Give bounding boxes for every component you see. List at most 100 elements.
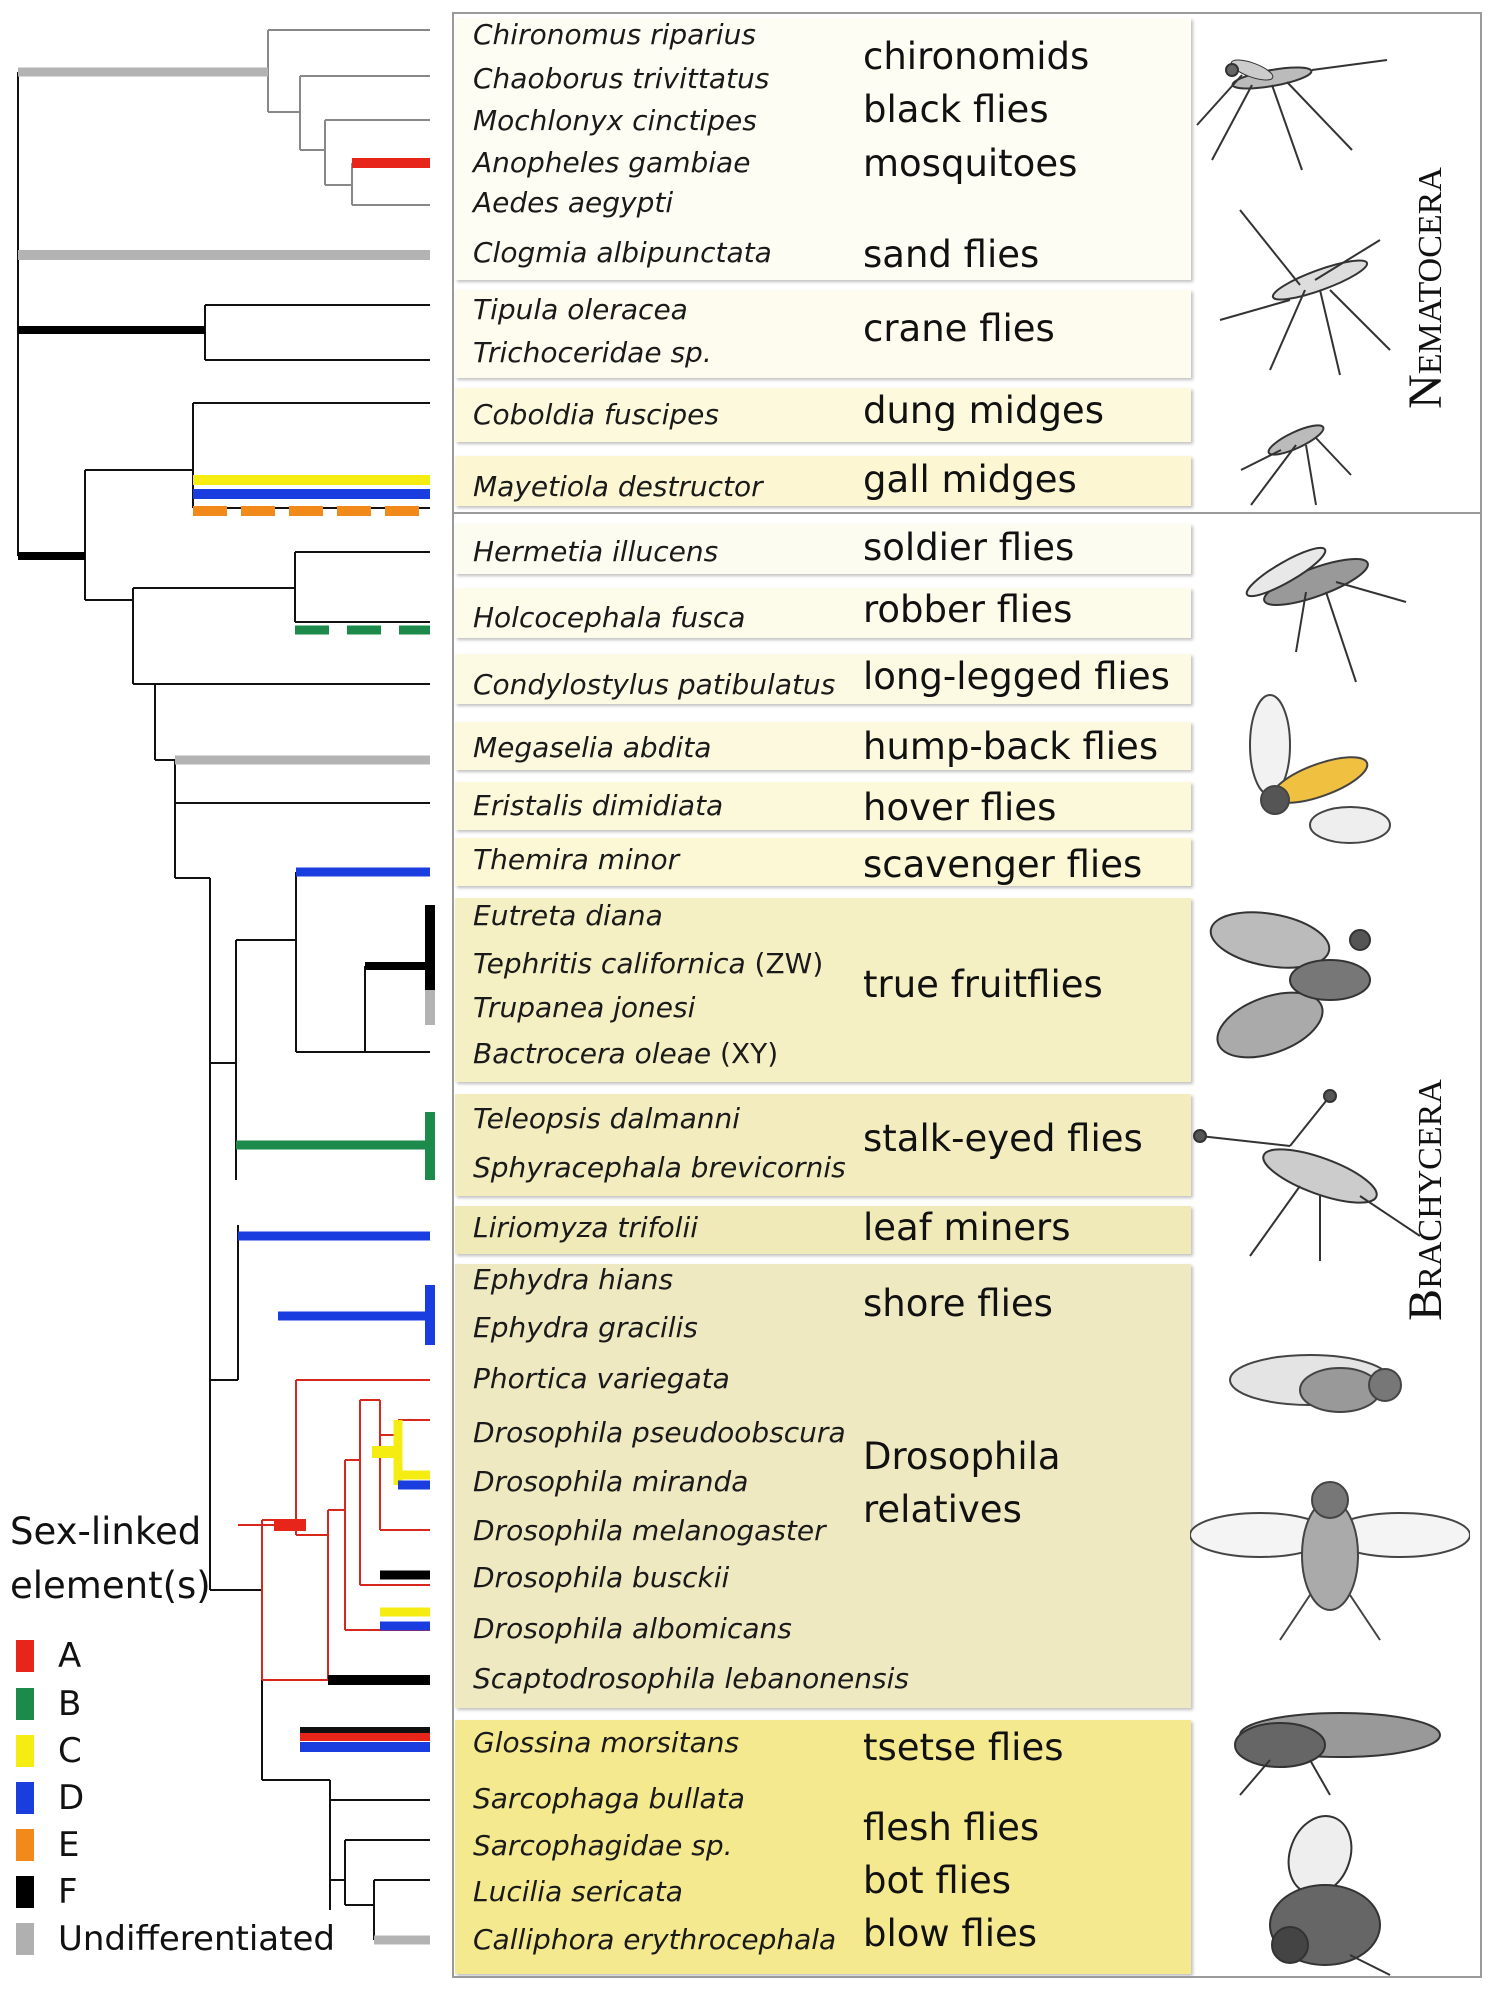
- legend-label-c: C: [58, 1731, 82, 1771]
- blow-fly-illustration: [1269, 1815, 1391, 1976]
- species-sarcophaga: Sarcophaga bullata: [473, 1782, 745, 1815]
- legend-title-line1: Sex-linked: [10, 1510, 202, 1553]
- common-stalk-eyed-flies: stalk-eyed flies: [863, 1117, 1143, 1160]
- species-condylostylus: Condylostylus patibulatus: [473, 668, 836, 701]
- legend-title-line2: element(s): [10, 1564, 211, 1607]
- common-mosquitoes: mosquitoes: [863, 142, 1078, 185]
- stalk-eyed-fly-illustration: [1193, 1089, 1421, 1261]
- panel-stalk-eyed: [455, 1094, 1191, 1196]
- legend-swatch-a: [16, 1640, 34, 1672]
- species-scaptodrosophila: Scaptodrosophila lebanonensis: [473, 1662, 909, 1695]
- panel-nematocera-2: [455, 290, 1191, 378]
- species-teleopsis: Teleopsis dalmanni: [473, 1102, 741, 1135]
- species-coboldia: Coboldia fuscipes: [473, 398, 719, 431]
- shore-fly-illustration: [1229, 1354, 1402, 1413]
- fruitfly-illustration: [1209, 911, 1371, 1059]
- robber-fly-illustration: [1245, 546, 1407, 683]
- common-soldier-flies: soldier flies: [863, 526, 1075, 569]
- common-chironomids: chironomids: [863, 35, 1090, 78]
- species-clogmia: Clogmia albipunctata: [473, 236, 772, 269]
- panel-robber-flies: [455, 588, 1191, 638]
- species-phortica: Phortica variegata: [473, 1362, 730, 1395]
- legend-label-d: D: [58, 1778, 85, 1818]
- species-bactrocera-tag: (XY): [720, 1037, 779, 1070]
- common-drosophila: Drosophila: [863, 1435, 1061, 1478]
- panel-hover: [455, 782, 1191, 830]
- species-themira: Themira minor: [473, 843, 680, 876]
- species-eristalis: Eristalis dimidiata: [473, 789, 724, 822]
- panel-dung-midges: [455, 388, 1191, 442]
- species-lucilia: Lucilia sericata: [473, 1875, 683, 1908]
- hover-fly-illustration: [1249, 694, 1391, 844]
- panel-true-fruitflies: [455, 898, 1191, 1082]
- drosophila-illustration: [1190, 1481, 1470, 1641]
- legend-swatch-f: [16, 1876, 34, 1908]
- common-shore-flies: shore flies: [863, 1282, 1053, 1325]
- common-tsetse-flies: tsetse flies: [863, 1726, 1064, 1769]
- common-relatives: relatives: [863, 1488, 1022, 1531]
- common-flesh-flies: flesh flies: [863, 1806, 1040, 1849]
- clade-divider: [452, 512, 1482, 514]
- common-scavenger-flies: scavenger flies: [863, 843, 1143, 886]
- tsetse-fly-illustration: [1234, 1712, 1441, 1796]
- panel-scavenger: [455, 838, 1191, 886]
- panel-long-legged: [455, 654, 1191, 704]
- common-crane-flies: crane flies: [863, 307, 1055, 350]
- species-mochlonyx: Mochlonyx cinctipes: [473, 104, 757, 137]
- species-holcocephala: Holcocephala fusca: [473, 601, 746, 634]
- species-mayetiola: Mayetiola destructor: [473, 470, 763, 503]
- panel-leaf-miners: [455, 1206, 1191, 1254]
- panel-gall-midges: [455, 456, 1191, 506]
- legend-label-b: B: [58, 1684, 82, 1724]
- species-trupanea: Trupanea jonesi: [473, 991, 696, 1024]
- species-anopheles: Anopheles gambiae: [473, 146, 751, 179]
- species-calliphora: Calliphora erythrocephala: [473, 1923, 837, 1956]
- species-ephydra-gracilis: Ephydra gracilis: [473, 1311, 698, 1344]
- common-leaf-miners: leaf miners: [863, 1206, 1071, 1249]
- species-glossina: Glossina morsitans: [473, 1726, 740, 1759]
- panel-hump-back: [455, 722, 1191, 770]
- common-robber-flies: robber flies: [863, 588, 1073, 631]
- species-d-busckii: Drosophila busckii: [473, 1561, 730, 1594]
- legend-label-a: A: [58, 1636, 82, 1676]
- species-trichoceridae: Trichoceridae sp.: [473, 336, 712, 369]
- sand-fly-illustration: [1219, 209, 1391, 376]
- panel-calyptrates: [455, 1720, 1191, 1974]
- common-bot-flies: bot flies: [863, 1859, 1012, 1902]
- figure-frame: [452, 12, 1482, 1978]
- common-hover-flies: hover flies: [863, 786, 1057, 829]
- species-tephritis-name: Tephritis californica: [473, 947, 746, 980]
- gall-midge-illustration: [1240, 424, 1352, 506]
- common-blow-flies: blow flies: [863, 1912, 1038, 1955]
- legend-label-f: F: [58, 1872, 78, 1912]
- species-d-melanogaster: Drosophila melanogaster: [473, 1514, 826, 1547]
- species-tephritis: Tephritis californica (ZW): [473, 947, 823, 981]
- panel-drosophila: [455, 1264, 1191, 1708]
- common-black-flies: black flies: [863, 88, 1049, 131]
- species-hermetia: Hermetia illucens: [473, 535, 719, 568]
- species-chironomus: Chironomus riparius: [473, 18, 756, 51]
- species-bactrocera-name: Bactrocera oleae: [473, 1037, 712, 1070]
- legend-swatch-d: [16, 1782, 34, 1814]
- species-liriomyza: Liriomyza trifolii: [473, 1211, 698, 1244]
- common-true-fruitflies: true fruitflies: [863, 963, 1103, 1006]
- species-d-albomicans: Drosophila albomicans: [473, 1612, 792, 1645]
- species-tephritis-tag: (ZW): [754, 947, 824, 980]
- species-eutreta: Eutreta diana: [473, 899, 663, 932]
- legend-swatch-b: [16, 1688, 34, 1720]
- mosquito-illustration: [1196, 59, 1388, 171]
- species-aedes: Aedes aegypti: [473, 186, 674, 219]
- species-tipula: Tipula oleracea: [473, 293, 688, 326]
- legend-title: Sex-linked element(s): [10, 1505, 211, 1613]
- common-sand-flies: sand flies: [863, 233, 1040, 276]
- phylogenetic-tree: [17, 29, 435, 1945]
- legend-swatch-undifferentiated: [16, 1923, 34, 1955]
- species-d-pseudoobscura: Drosophila pseudoobscura: [473, 1416, 846, 1449]
- common-hump-back-flies: hump-back flies: [863, 725, 1159, 768]
- legend-label-undifferentiated: Undifferentiated: [58, 1919, 335, 1959]
- panel-nematocera-1: [455, 18, 1191, 280]
- species-bactrocera: Bactrocera oleae (XY): [473, 1037, 778, 1071]
- legend-label-e: E: [58, 1825, 80, 1865]
- species-sphyracephala: Sphyracephala brevicornis: [473, 1151, 846, 1184]
